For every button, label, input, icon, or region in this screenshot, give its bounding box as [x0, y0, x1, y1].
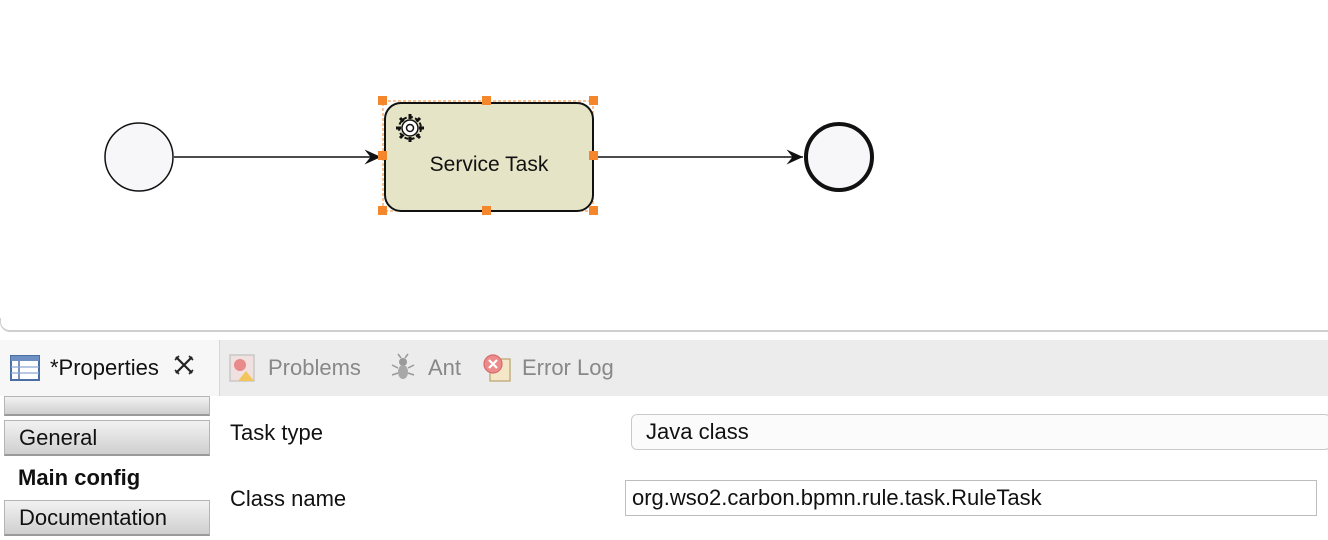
close-icon[interactable] — [173, 354, 195, 382]
service-task-label: Service Task — [430, 153, 549, 176]
section-documentation[interactable]: Documentation — [4, 500, 210, 536]
diagram-canvas[interactable]: Service Task — [0, 0, 1328, 332]
error-log-icon — [482, 353, 512, 383]
section-main-config[interactable]: Main config — [4, 460, 210, 496]
selection-handles[interactable] — [378, 96, 598, 215]
tab-ant[interactable]: Ant — [388, 340, 461, 396]
start-event[interactable] — [104, 122, 174, 192]
resize-handle-top-right[interactable] — [589, 96, 598, 105]
section-general[interactable]: General — [4, 420, 210, 456]
resize-handle-bottom-right[interactable] — [589, 206, 598, 215]
tab-ant-label: Ant — [428, 355, 462, 380]
section-scroll-stub — [4, 396, 210, 416]
task-type-select[interactable]: Java class — [631, 414, 1328, 450]
resize-handle-right[interactable] — [589, 151, 598, 160]
tab-error-log[interactable]: Error Log — [482, 340, 614, 396]
task-type-label: Task type — [230, 420, 323, 445]
resize-handle-top[interactable] — [482, 96, 491, 105]
resize-handle-left[interactable] — [378, 151, 387, 160]
resize-handle-bottom[interactable] — [482, 206, 491, 215]
ant-icon — [388, 353, 418, 383]
task-type-value: Java class — [646, 419, 749, 444]
gear-icon — [396, 114, 424, 142]
view-tab-bar: *Properties Problems — [0, 340, 1328, 396]
property-sections: General Main config Documentation — [4, 396, 210, 540]
tab-error-log-label: Error Log — [522, 355, 614, 380]
canvas-border — [0, 318, 1328, 332]
resize-handle-top-left[interactable] — [378, 96, 387, 105]
tab-properties-label: *Properties — [50, 355, 159, 380]
class-name-label: Class name — [230, 486, 347, 511]
resize-handle-bottom-left[interactable] — [378, 206, 387, 215]
service-task[interactable]: Service Task — [382, 100, 594, 212]
class-name-input[interactable] — [625, 480, 1317, 516]
tab-problems-label: Problems — [268, 355, 361, 380]
properties-icon — [10, 353, 40, 383]
bpmn-diagram[interactable]: Service Task — [0, 0, 1328, 332]
problems-icon — [228, 353, 258, 383]
tab-problems[interactable]: Problems — [228, 340, 361, 396]
end-event[interactable] — [804, 122, 874, 192]
tab-properties[interactable]: *Properties — [0, 340, 220, 396]
